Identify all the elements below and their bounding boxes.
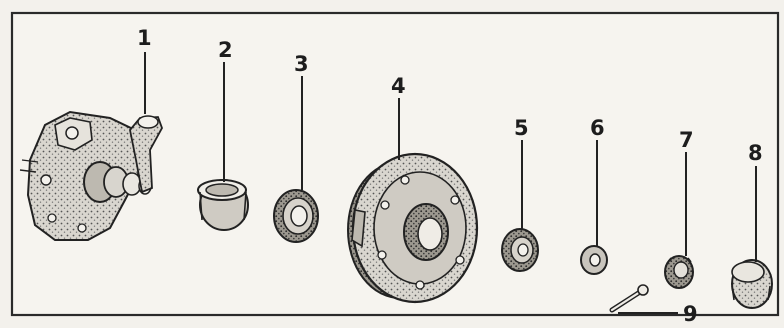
part-label-8: 8 (748, 141, 763, 165)
part-label-6: 6 (590, 116, 605, 140)
part-label-3: 3 (294, 52, 309, 76)
part-label-2: 2 (218, 38, 233, 62)
part-label-4: 4 (391, 74, 406, 98)
part-label-1: 1 (137, 26, 152, 50)
part-label-7: 7 (679, 128, 694, 152)
part-label-9: 9 (683, 302, 698, 326)
part-label-5: 5 (514, 116, 529, 140)
